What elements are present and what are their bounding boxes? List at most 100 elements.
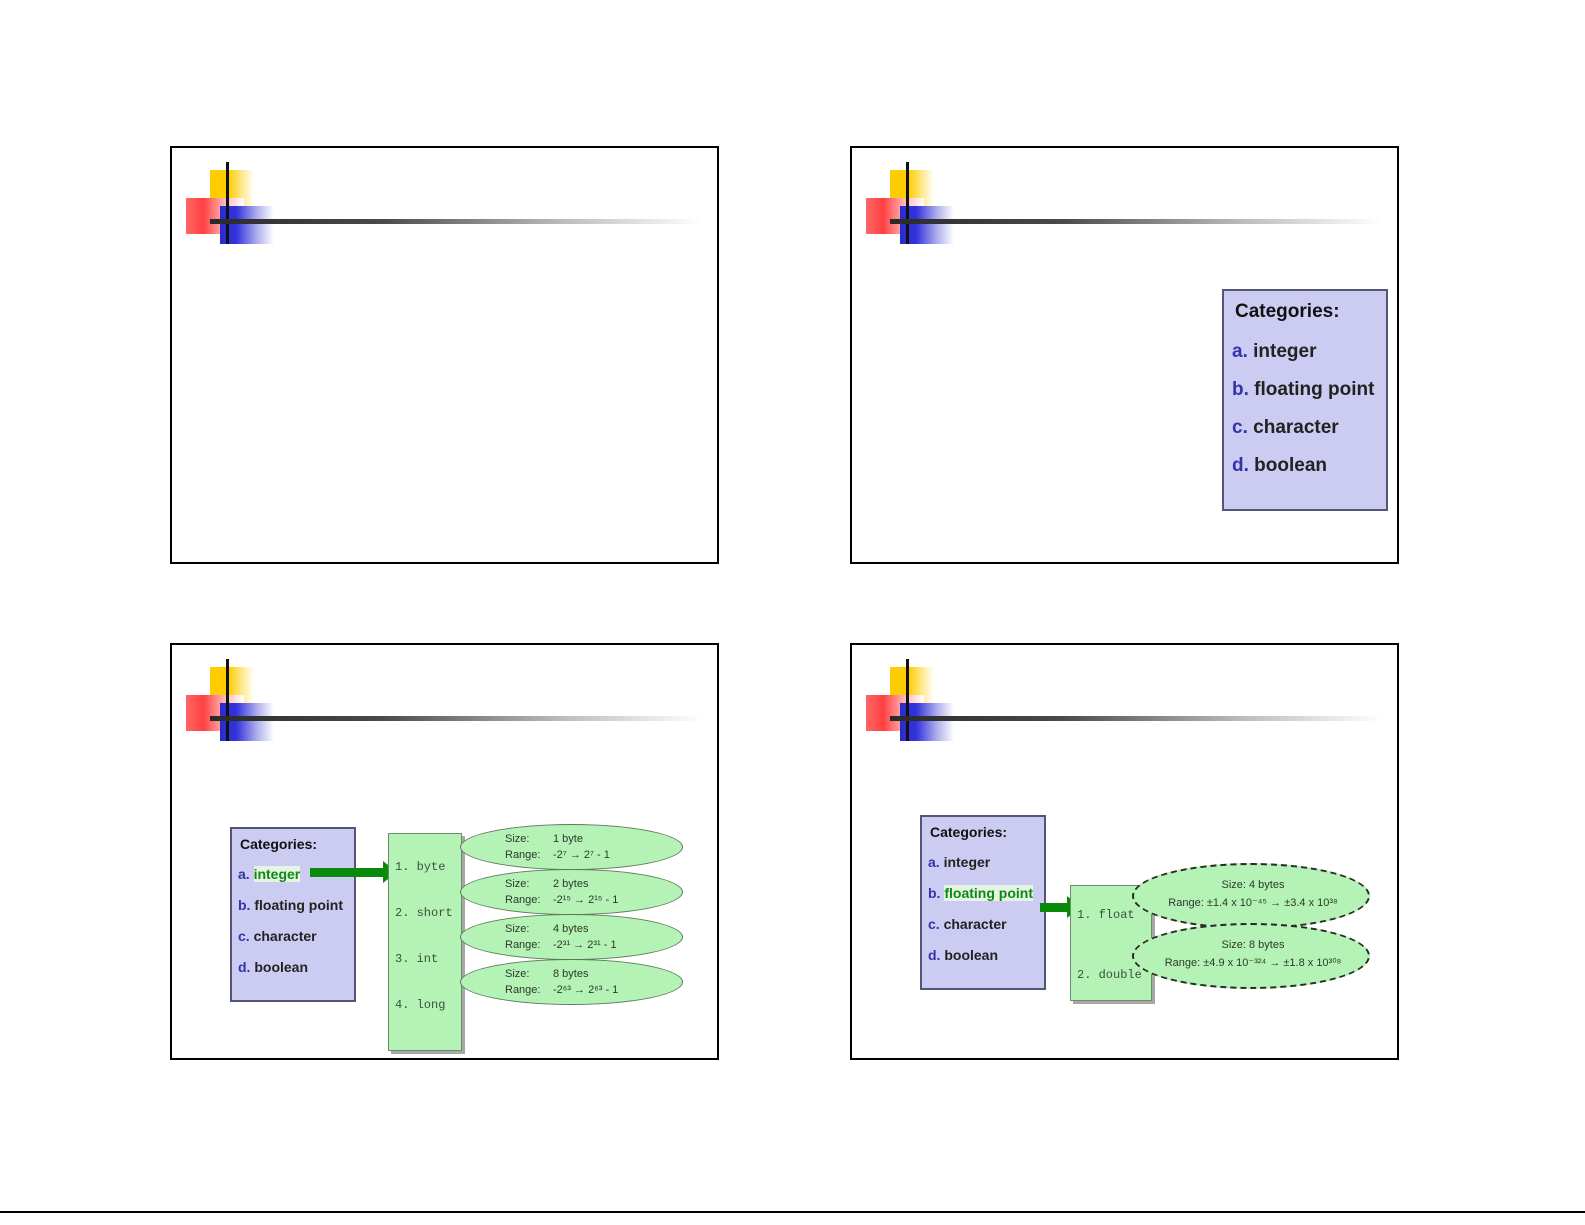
category-label: character [943, 916, 1007, 932]
range-label: Range: [505, 849, 541, 861]
category-letter: d. [238, 959, 251, 975]
range-value: -2¹⁵ → 2¹⁵ - 1 [553, 894, 619, 906]
category-label: integer [1253, 341, 1317, 362]
type-item-float: 1. float [1077, 908, 1135, 922]
blue-square-icon [220, 703, 274, 741]
category-label: boolean [254, 959, 309, 975]
categories-panel: Categories: a. integer b. floating point… [230, 827, 356, 1002]
vertical-rule-icon [906, 162, 909, 244]
size-row: Size: 2 bytes [505, 878, 588, 890]
slide-2: Categories: a. integer b. floating point… [850, 146, 1399, 564]
category-letter: a. [928, 854, 940, 870]
vertical-rule-icon [906, 659, 909, 741]
blue-square-icon [900, 206, 954, 244]
range-row: Range: -2⁶³ → 2⁶³ - 1 [505, 984, 618, 996]
detail-ellipse-int: Size: 4 bytes Range:-2³¹ → 2³¹ - 1 [460, 914, 683, 960]
template-logo [184, 659, 704, 743]
category-letter: b. [928, 885, 941, 901]
category-label: floating point [1254, 379, 1375, 400]
category-item-boolean: d. boolean [928, 947, 998, 963]
size-row: Size: 8 bytes [1221, 939, 1285, 951]
blue-square-icon [900, 703, 954, 741]
detail-ellipse-short: Size: 2 bytes Range:-2¹⁵ → 2¹⁵ - 1 [460, 869, 683, 915]
range-value: -2³¹ → 2³¹ - 1 [553, 939, 617, 951]
horizontal-rule-icon [890, 716, 1382, 721]
categories-title: Categories: [930, 824, 1008, 840]
slide-4: Categories: a. integer b. floating point… [850, 643, 1399, 1060]
category-letter: a. [238, 866, 250, 882]
integer-types-panel: 1. byte 2. short 3. int 4. long [388, 833, 462, 1051]
horizontal-rule-icon [210, 716, 702, 721]
arrow-integer-to-types [310, 861, 397, 883]
category-label: floating point [254, 897, 343, 913]
range-value: -2⁷ → 2⁷ - 1 [553, 849, 610, 861]
detail-ellipse-float: Size: 4 bytes Range: ±1.4 x 10⁻⁴⁵ → ±3.4… [1132, 863, 1370, 929]
size-row: Size: 8 bytes [505, 968, 588, 980]
template-logo [184, 162, 704, 246]
category-item-integer: a. integer [928, 854, 990, 870]
size-value: 8 bytes [553, 968, 589, 980]
category-item-floating-point: b. floating point [238, 897, 343, 913]
categories-panel: Categories: a. integer b. floating point… [920, 815, 1046, 990]
range-row: Range:-2³¹ → 2³¹ - 1 [505, 939, 617, 951]
detail-ellipse-double: Size: 8 bytes Range: ±4.9 x 10⁻³²⁴ → ±1.… [1132, 923, 1370, 989]
category-item-integer: a. integer [1232, 341, 1317, 363]
range-label: Range: [505, 984, 541, 996]
size-row: Size: 4 bytes [505, 923, 588, 935]
vertical-rule-icon [226, 162, 229, 244]
page-footer-rule [0, 1211, 1585, 1213]
category-item-integer: a. integer [238, 866, 301, 882]
category-label: character [1253, 417, 1339, 438]
size-label: Size: [505, 968, 530, 980]
arrow-floating-point-to-types [1040, 896, 1081, 918]
range-value: -2⁶³ → 2⁶³ - 1 [553, 984, 619, 996]
range-row: Range: ±4.9 x 10⁻³²⁴ → ±1.8 x 10³⁰⁸ [1164, 957, 1342, 969]
category-item-character: c. character [1232, 417, 1339, 439]
template-logo [864, 659, 1384, 743]
size-value: 2 bytes [553, 878, 589, 890]
category-item-boolean: d. boolean [238, 959, 308, 975]
category-item-floating-point: b. floating point [928, 885, 1033, 901]
category-label: floating point [944, 885, 1033, 901]
category-label: integer [253, 866, 301, 882]
range-row: Range: ±1.4 x 10⁻⁴⁵ → ±3.4 x 10³⁸ [1168, 897, 1338, 909]
blue-square-icon [220, 206, 274, 244]
category-letter: c. [1232, 417, 1248, 438]
category-letter: d. [928, 947, 941, 963]
range-row: Range: -2⁷ → 2⁷ - 1 [505, 849, 610, 861]
type-item-double: 2. double [1077, 968, 1142, 982]
size-label: Size: [505, 923, 530, 935]
type-item-int: 3. int [395, 952, 439, 966]
category-letter: b. [1232, 379, 1249, 400]
category-label: character [253, 928, 317, 944]
detail-ellipse-byte: Size:1 byte Range: -2⁷ → 2⁷ - 1 [460, 824, 683, 870]
size-row: Size: 4 bytes [1221, 879, 1285, 891]
vertical-rule-icon [226, 659, 229, 741]
category-letter: d. [1232, 455, 1249, 476]
horizontal-rule-icon [210, 219, 702, 224]
category-label: boolean [944, 947, 999, 963]
category-letter: c. [238, 928, 250, 944]
horizontal-rule-icon [890, 219, 1382, 224]
category-item-character: c. character [928, 916, 1007, 932]
category-label: boolean [1254, 455, 1328, 476]
range-row: Range:-2¹⁵ → 2¹⁵ - 1 [505, 894, 618, 906]
slide-1 [170, 146, 719, 564]
category-item-boolean: d. boolean [1232, 455, 1327, 477]
slide-3: Categories: a. integer b. floating point… [170, 643, 719, 1060]
size-value: 1 byte [553, 833, 583, 845]
category-label: integer [943, 854, 991, 870]
template-logo [864, 162, 1384, 246]
size-row: Size:1 byte [505, 833, 583, 845]
category-letter: a. [1232, 341, 1248, 362]
type-item-short: 2. short [395, 906, 453, 920]
category-item-character: c. character [238, 928, 317, 944]
categories-title: Categories: [1235, 301, 1340, 322]
size-value: 4 bytes [553, 923, 589, 935]
category-letter: c. [928, 916, 940, 932]
size-label: Size: [505, 878, 530, 890]
detail-ellipse-long: Size: 8 bytes Range: -2⁶³ → 2⁶³ - 1 [460, 959, 683, 1005]
type-item-long: 4. long [395, 998, 446, 1012]
categories-panel: Categories: a. integer b. floating point… [1222, 289, 1388, 511]
